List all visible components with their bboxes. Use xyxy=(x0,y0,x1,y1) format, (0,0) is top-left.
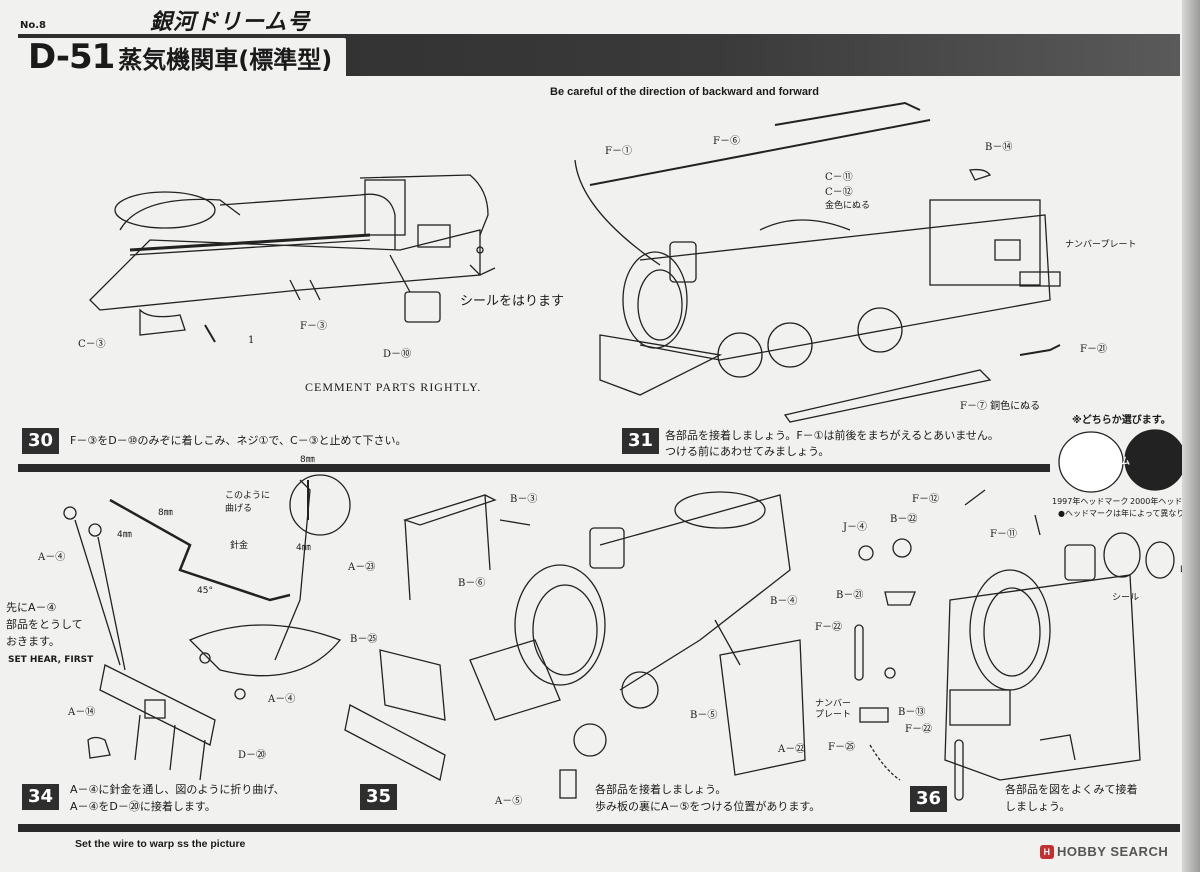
model-subtitle: 蒸気機関車(標準型) xyxy=(118,45,333,74)
label-f25: F－㉕ xyxy=(828,742,855,753)
step-34-number: 34 xyxy=(22,784,60,810)
step35-locomotive-drawing xyxy=(344,491,806,799)
step30-locomotive-drawing xyxy=(89,174,496,343)
label-f6: F－⑥ xyxy=(713,136,740,147)
label-f7-copper: F－⑦ 銅色にぬる xyxy=(960,401,1041,412)
label-b4: B－④ xyxy=(770,596,798,607)
label-b22: B－㉒ xyxy=(890,514,918,525)
footer-note: Set the wire to warp ss the picture xyxy=(75,838,246,850)
section-divider xyxy=(18,464,1050,472)
headmark-note: ●ヘッドマークは年によって異なります。 xyxy=(1058,509,1200,518)
label-f1: F－① xyxy=(605,146,632,157)
first-note-3: おきます。 xyxy=(6,635,60,648)
bottom-divider xyxy=(18,824,1180,832)
label-f3: F－③ xyxy=(300,321,327,332)
first-note-1: 先にA－④ xyxy=(6,601,57,614)
step-31-number: 31 xyxy=(622,428,660,454)
set-hear-note: SET HEAR, FIRST xyxy=(8,655,94,665)
label-a4-bottom: A－④ xyxy=(268,694,296,705)
label-d10: D－⑩ xyxy=(383,349,412,360)
step-31-line1: 各部品を接着しましょう。F－①は前後をまちがえるとあいません。 xyxy=(665,429,999,442)
model-title: D-51 蒸気機関車(標準型) xyxy=(18,37,347,77)
step36-locomotive-drawing xyxy=(854,489,1175,801)
label-a23: A－㉓ xyxy=(348,562,376,573)
model-number: D-51 xyxy=(28,37,115,77)
step-36-number: 36 xyxy=(910,786,948,812)
label-b3: B－③ xyxy=(510,494,538,505)
headmark-icons xyxy=(1058,429,1186,493)
bend-note-2: 曲げる xyxy=(225,504,253,514)
label-c11: C－⑪ xyxy=(825,172,853,183)
label-part1: 1 xyxy=(248,335,255,346)
watermark-logo-icon: H xyxy=(1040,845,1054,859)
step-31-line2: つける前にあわせてみましょう。 xyxy=(665,445,830,458)
label-b14: B－⑭ xyxy=(985,142,1013,153)
page-number: No.8 xyxy=(20,20,46,31)
label-j4: J－④ xyxy=(843,522,868,533)
step-35-line2: 歩み板の裏にA－⑤をつける位置があります。 xyxy=(595,800,821,813)
label-a5: A－⑤ xyxy=(495,796,523,807)
label-f22-left: F－㉒ xyxy=(815,622,842,633)
headmark-2000: 2000年ヘッドマーク xyxy=(1130,497,1200,506)
step-35-line1: 各部品を接着しましょう。 xyxy=(595,783,727,796)
label-4mm-detail: 4㎜ xyxy=(296,543,311,553)
label-f12: F－⑫ xyxy=(912,494,939,505)
step-34-line2: A－④をD－⑳に接着します。 xyxy=(70,800,216,813)
step-30-number: 30 xyxy=(22,428,60,454)
label-4mm: 4㎜ xyxy=(117,530,132,540)
step31-locomotive-drawing xyxy=(574,101,1061,423)
label-a22: A－㉒ xyxy=(778,744,806,755)
np-note-2: プレート xyxy=(815,710,852,720)
label-seal: シールをはります xyxy=(460,294,565,309)
choose-note: ※どちらか選びます。 xyxy=(1072,415,1171,426)
first-note-2: 部品をとうして xyxy=(6,618,83,631)
step-34-line1: A－④に針金を通し、図のように折り曲げ、 xyxy=(70,783,285,796)
sl-badge: SL銀河ドリーム xyxy=(1064,457,1130,467)
step-36-line1: 各部品を図をよくみて接着 xyxy=(1005,783,1138,796)
label-b25: B－㉕ xyxy=(350,634,378,645)
label-seal-b: シール xyxy=(1112,593,1140,603)
label-b13: B－⑬ xyxy=(898,707,926,718)
page-edge-shadow xyxy=(1182,0,1200,872)
label-number-plate: ナンバープレート xyxy=(1065,240,1137,250)
label-8mm: 8㎜ xyxy=(158,508,173,518)
label-c3: C－③ xyxy=(78,339,106,350)
kit-title: 銀河ドリーム号 xyxy=(150,10,311,35)
label-f21: F－㉑ xyxy=(1080,344,1107,355)
headmark-1997: 1997年ヘッドマーク xyxy=(1052,497,1129,506)
label-wire: 針金 xyxy=(230,541,249,551)
label-f11: F－⑪ xyxy=(990,529,1017,540)
step-30-text: F－③をD－⑩のみぞに着しこみ、ネジ①で、C－③と止めて下さい。 xyxy=(70,434,407,447)
watermark-text: HOBBY SEARCH xyxy=(1057,844,1169,859)
label-d20: D－⑳ xyxy=(238,750,267,761)
label-a14: A－⑭ xyxy=(68,707,96,718)
label-c12: C－⑫ xyxy=(825,187,853,198)
np-note-1: ナンバー xyxy=(815,699,852,709)
label-8mm-detail: 8㎜ xyxy=(300,455,315,465)
label-45deg: 45° xyxy=(197,586,213,596)
caution-text: Be careful of the direction of backward … xyxy=(550,86,819,98)
label-a4-top: A－④ xyxy=(38,552,66,563)
label-f22-right: F－㉒ xyxy=(905,724,932,735)
cement-note: CEMMENT PARTS RIGHTLY. xyxy=(305,380,482,394)
step-35-number: 35 xyxy=(360,784,398,810)
step-36-line2: しましょう。 xyxy=(1005,800,1071,813)
label-b5: B－⑤ xyxy=(690,710,718,721)
label-gold-paint: 金色にぬる xyxy=(825,201,871,211)
bend-note-1: このように xyxy=(225,491,271,501)
label-b21: B－㉑ xyxy=(836,590,864,601)
label-b6: B－⑥ xyxy=(458,578,486,589)
step34-handrail-drawing xyxy=(63,474,351,781)
